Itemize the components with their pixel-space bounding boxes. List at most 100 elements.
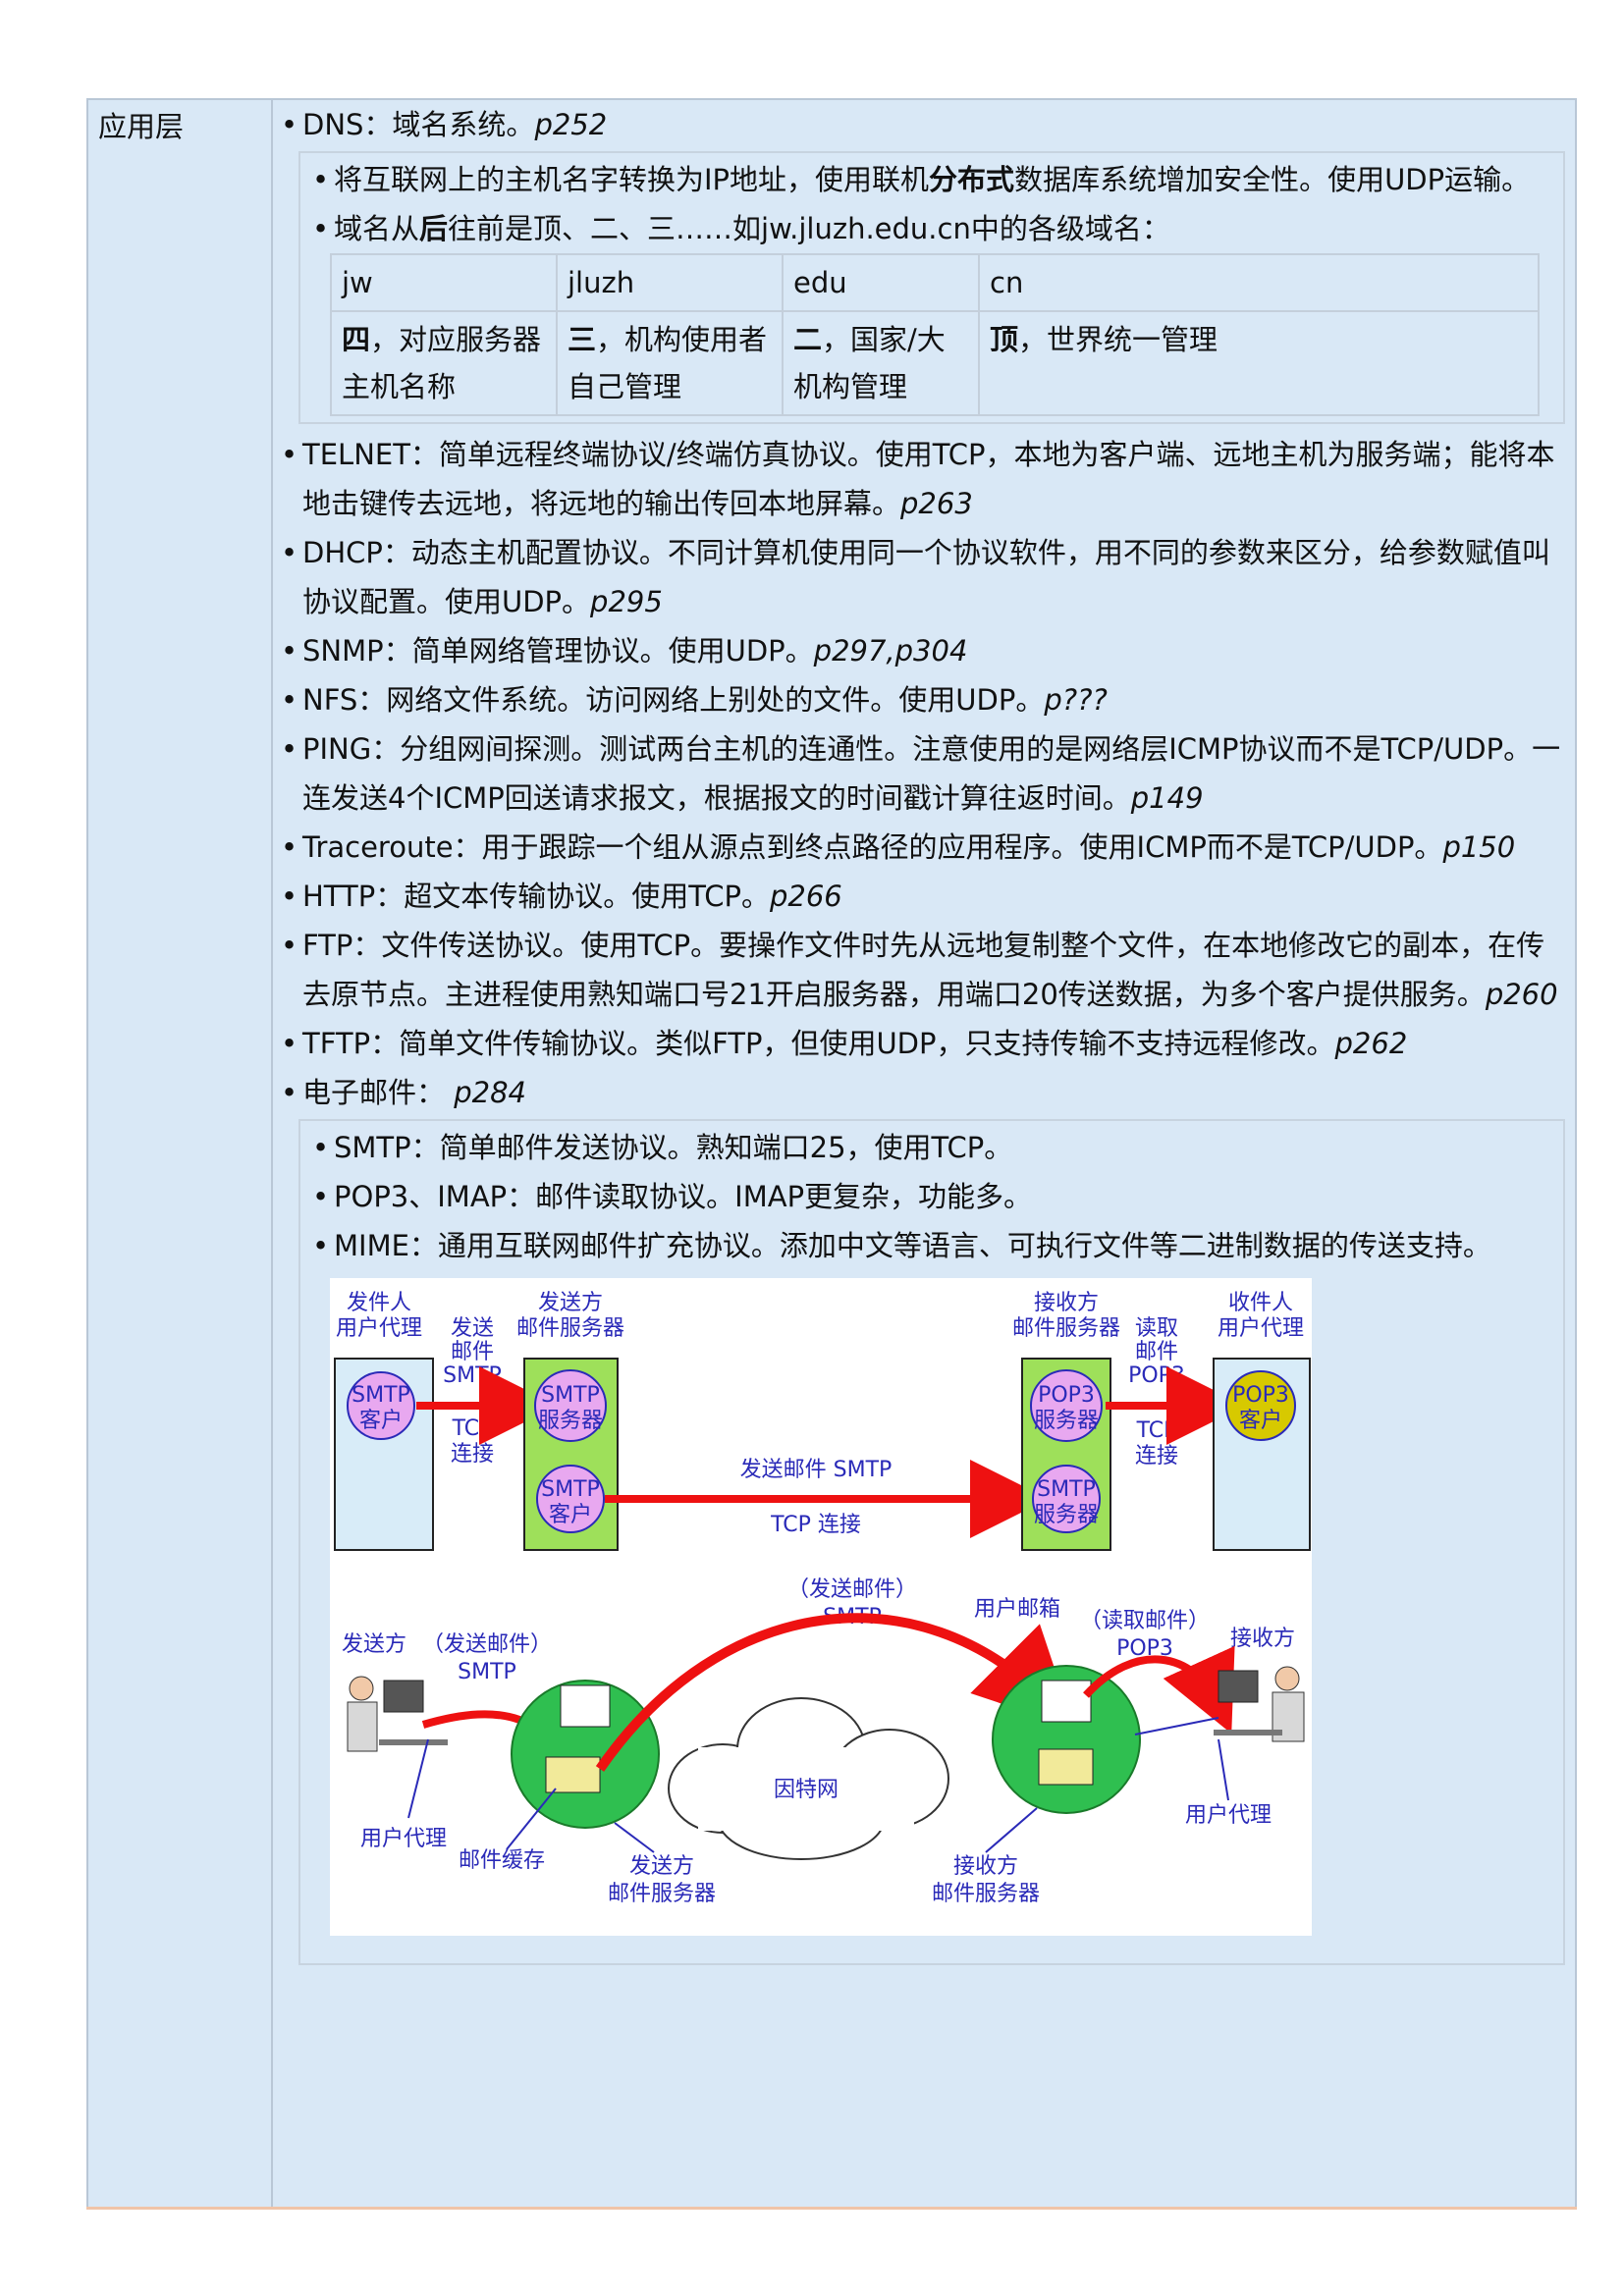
column-divider bbox=[271, 98, 273, 2209]
svg-text:POP3: POP3 bbox=[1038, 1383, 1095, 1408]
svg-text:发送: 发送 bbox=[451, 1316, 494, 1341]
svg-text:TCP: TCP bbox=[1136, 1418, 1177, 1443]
svg-text:连接: 连接 bbox=[451, 1442, 494, 1467]
svg-text:（发送邮件）: （发送邮件） bbox=[422, 1632, 552, 1657]
list-item: •NFS：网络文件系统。访问网络上别处的文件。使用UDP。p??? bbox=[281, 683, 1108, 717]
list-item: •TFTP：简单文件传输协议。类似FTP，但使用UDP，只支持传输不支持远程修改… bbox=[281, 1027, 1408, 1060]
svg-text:用户代理: 用户代理 bbox=[1218, 1316, 1304, 1341]
pop3-read-arrow bbox=[1083, 1645, 1235, 1735]
svg-text:发送方: 发送方 bbox=[342, 1632, 406, 1657]
sender-agent-label-1: 发件人 bbox=[347, 1291, 411, 1315]
smtp-internet-arrow bbox=[595, 1613, 1075, 1772]
table-cell: 二，国家/大机构管理 bbox=[782, 310, 980, 416]
svg-text:客户: 客户 bbox=[549, 1503, 592, 1527]
svg-text:邮件服务器: 邮件服务器 bbox=[1012, 1316, 1120, 1341]
list-item: •POP3、IMAP：邮件读取协议。IMAP更复杂，功能多。 bbox=[312, 1180, 1033, 1213]
table-cell: 三，机构使用者自己管理 bbox=[556, 310, 784, 416]
svg-text:邮件: 邮件 bbox=[451, 1340, 494, 1364]
page-ref: p252 bbox=[534, 108, 608, 141]
dns-order: •域名从后往前是顶、二、三……如jw.jluzh.edu.cn中的各级域名： bbox=[312, 212, 1170, 245]
table-cell: cn bbox=[978, 253, 1540, 312]
smtp-client-circle-2 bbox=[536, 1465, 605, 1533]
table-cell: edu bbox=[782, 253, 980, 312]
table-cell: 四，对应服务器主机名称 bbox=[330, 310, 558, 416]
table-row: jw jluzh edu cn bbox=[330, 253, 1540, 312]
list-item: •HTTP：超文本传输协议。使用TCP。p266 bbox=[281, 880, 842, 913]
dns-item: •DNS：域名系统。p252 bbox=[281, 108, 608, 141]
svg-text:SMTP: SMTP bbox=[541, 1383, 600, 1408]
pop3-server-circle bbox=[1030, 1369, 1103, 1442]
svg-text:SMTP: SMTP bbox=[541, 1477, 600, 1502]
receiver-mail-icon bbox=[1038, 1748, 1094, 1786]
svg-text:邮件服务器: 邮件服务器 bbox=[516, 1316, 624, 1341]
mailbox-grid-icon bbox=[560, 1684, 611, 1728]
table-row: 四，对应服务器主机名称 三，机构使用者自己管理 二，国家/大机构管理 顶，世界统… bbox=[330, 310, 1540, 416]
svg-text:接收方: 接收方 bbox=[1034, 1291, 1099, 1315]
svg-text:连接: 连接 bbox=[1135, 1444, 1178, 1468]
layer-label: 应用层 bbox=[98, 110, 185, 143]
svg-text:收件人: 收件人 bbox=[1228, 1291, 1293, 1315]
list-item: •MIME：通用互联网邮件扩充协议。添加中文等语言、可执行文件等二进制数据的传送… bbox=[312, 1229, 1491, 1262]
svg-text:服务器: 服务器 bbox=[1034, 1409, 1099, 1433]
svg-text:SMTP: SMTP bbox=[458, 1660, 516, 1684]
list-item: •PING：分组网间探测。测试两台主机的连通性。注意使用的是网络层ICMP协议而… bbox=[281, 732, 1561, 815]
user-mailbox-icon bbox=[1041, 1680, 1092, 1723]
svg-text:用户代理: 用户代理 bbox=[1185, 1803, 1272, 1828]
svg-text:TCP: TCP bbox=[452, 1416, 493, 1441]
svg-text:用户邮箱: 用户邮箱 bbox=[974, 1597, 1060, 1622]
list-item: •DHCP：动态主机配置协议。不同计算机使用同一个协议软件，用不同的参数来区分，… bbox=[281, 536, 1550, 618]
email-diagram-svg: 发件人 用户代理 SMTP 客户 发送 邮件 SMTP TCP 连接 发送方 邮… bbox=[334, 1291, 1311, 1906]
svg-text:接收方: 接收方 bbox=[1230, 1627, 1295, 1651]
svg-text:SMTP: SMTP bbox=[443, 1363, 502, 1388]
svg-text:发送方: 发送方 bbox=[629, 1854, 694, 1879]
svg-text:POP3: POP3 bbox=[1128, 1363, 1185, 1388]
svg-text:SMTP: SMTP bbox=[352, 1383, 410, 1408]
list-item: •Traceroute：用于跟踪一个组从源点到终点路径的应用程序。使用ICMP而… bbox=[281, 830, 1516, 864]
bottom-border bbox=[86, 2207, 1577, 2210]
smtp-server-circle bbox=[534, 1369, 607, 1442]
svg-text:邮件服务器: 邮件服务器 bbox=[608, 1882, 716, 1906]
list-item: •FTP：文件传送协议。使用TCP。要操作文件时先从远地复制整个文件，在本地修改… bbox=[281, 929, 1558, 1011]
table-cell: jluzh bbox=[556, 253, 784, 312]
table-cell: jw bbox=[330, 253, 558, 312]
svg-text:邮件服务器: 邮件服务器 bbox=[932, 1882, 1040, 1906]
svg-text:客户: 客户 bbox=[1239, 1409, 1282, 1433]
svg-text:SMTP: SMTP bbox=[1037, 1477, 1096, 1502]
svg-text:服务器: 服务器 bbox=[538, 1409, 603, 1433]
domain-level-table: jw jluzh edu cn 四，对应服务器主机名称 三，机构使用者自己管理 … bbox=[330, 253, 1540, 416]
svg-text:TCP 连接: TCP 连接 bbox=[770, 1513, 861, 1537]
table-cell: 顶，世界统一管理 bbox=[978, 310, 1540, 416]
svg-text:服务器: 服务器 bbox=[1034, 1503, 1099, 1527]
svg-text:邮件缓存: 邮件缓存 bbox=[459, 1848, 545, 1873]
receiver-person-icon bbox=[1214, 1666, 1305, 1742]
email-detail-box: •SMTP：简单邮件发送协议。熟知端口25，使用TCP。 •POP3、IMAP：… bbox=[298, 1119, 1565, 1965]
list-item: •SNMP：简单网络管理协议。使用UDP。p297,p304 bbox=[281, 634, 968, 667]
svg-text:用户代理: 用户代理 bbox=[360, 1827, 447, 1851]
smtp-client-circle bbox=[347, 1371, 415, 1440]
smtp-server-circle-2 bbox=[1032, 1465, 1101, 1533]
list-item: •TELNET：简单远程终端协议/终端仿真协议。使用TCP，本地为客户端、远地主… bbox=[281, 438, 1555, 520]
svg-text:接收方: 接收方 bbox=[953, 1854, 1018, 1879]
dns-desc: •将互联网上的主机名字转换为IP地址，使用联机分布式数据库系统增加安全性。使用U… bbox=[312, 163, 1531, 196]
internet-cloud-icon bbox=[668, 1697, 949, 1860]
email-item: •电子邮件： p284 bbox=[281, 1076, 526, 1109]
list-item: •SMTP：简单邮件发送协议。熟知端口25，使用TCP。 bbox=[312, 1131, 1013, 1164]
dns-detail-box: •将互联网上的主机名字转换为IP地址，使用联机分布式数据库系统增加安全性。使用U… bbox=[298, 151, 1565, 424]
svg-text:因特网: 因特网 bbox=[774, 1778, 839, 1802]
svg-text:发送邮件 SMTP: 发送邮件 SMTP bbox=[740, 1458, 893, 1482]
receiver-server-circle bbox=[992, 1665, 1141, 1814]
svg-text:POP3: POP3 bbox=[1232, 1383, 1289, 1408]
svg-text:邮件: 邮件 bbox=[1135, 1340, 1178, 1364]
svg-text:客户: 客户 bbox=[359, 1409, 403, 1433]
svg-text:读取: 读取 bbox=[1135, 1316, 1178, 1341]
mail-cache-icon bbox=[545, 1756, 601, 1793]
svg-text:（读取邮件）: （读取邮件） bbox=[1080, 1609, 1210, 1633]
email-diagram: 发件人 用户代理 SMTP 客户 发送 邮件 SMTP TCP 连接 发送方 邮… bbox=[330, 1278, 1312, 1936]
sender-agent-label-2: 用户代理 bbox=[336, 1316, 422, 1341]
svg-text:（发送邮件）: （发送邮件） bbox=[787, 1577, 917, 1602]
sender-person-icon bbox=[347, 1676, 448, 1752]
svg-text:发送方: 发送方 bbox=[538, 1291, 603, 1315]
pop3-client-circle bbox=[1225, 1370, 1296, 1441]
content-cell: •DNS：域名系统。p252 •将互联网上的主机名字转换为IP地址，使用联机分布… bbox=[281, 100, 1573, 1971]
dns-title: DNS：域名系统。 bbox=[302, 108, 535, 141]
